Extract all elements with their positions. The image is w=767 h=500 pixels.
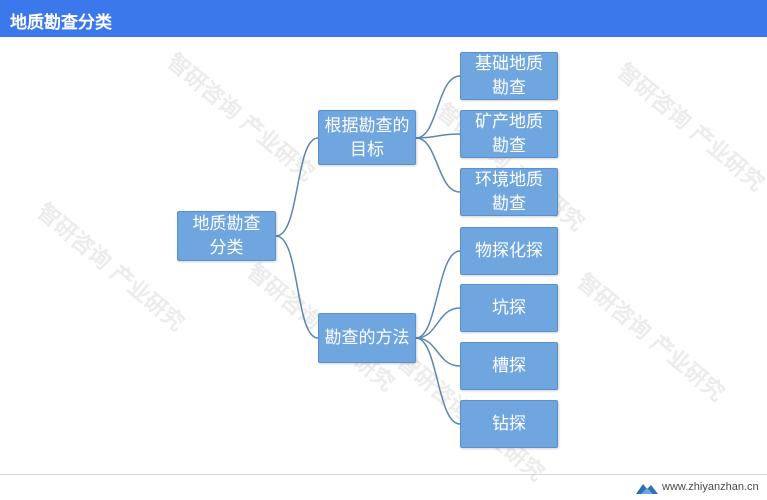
node-leaf-environment-geology: 环境地质勘查: [460, 168, 558, 216]
footer-url: www.zhiyanzhan.cn: [662, 481, 759, 493]
node-root: 地质勘查分类: [177, 211, 276, 261]
node-leaf-pit-exploration: 坑探: [460, 284, 558, 332]
node-leaf-trench-exploration: 槽探: [460, 342, 558, 390]
connector-method-to-trench: [415, 337, 461, 367]
connector-method-to-geophysical: [415, 250, 461, 339]
connector-root-to-target: [275, 137, 319, 237]
connector-target-to-mineral: [415, 133, 461, 139]
header-bar: 地质勘查分类: [0, 0, 767, 37]
node-leaf-mineral-geology: 矿产地质勘查: [460, 110, 558, 158]
connector-target-to-environment: [415, 137, 461, 193]
node-leaf-geophysical: 物探化探: [460, 227, 558, 275]
connector-target-to-basic: [415, 75, 461, 139]
node-leaf-label: 基础地质勘查: [475, 54, 543, 98]
logo-icon: [636, 484, 658, 494]
page-title: 地质勘查分类: [10, 13, 112, 33]
node-leaf-drill-exploration: 钻探: [460, 400, 558, 448]
node-leaf-basic-geology: 基础地质勘查: [460, 52, 558, 100]
node-leaf-label: 坑探: [492, 298, 526, 318]
node-branch-method-label: 勘查的方法: [324, 328, 410, 348]
node-leaf-label: 槽探: [492, 356, 526, 376]
connector-root-to-method: [275, 235, 319, 339]
node-leaf-label: 环境地质勘查: [475, 170, 543, 214]
footer-divider: [0, 474, 767, 475]
node-leaf-label: 矿产地质勘查: [475, 112, 543, 156]
node-branch-target: 根据勘查的目标: [318, 110, 416, 165]
node-root-label: 地质勘查分类: [192, 214, 261, 258]
connector-method-to-pit: [415, 307, 461, 339]
node-leaf-label: 钻探: [492, 414, 526, 434]
node-branch-method: 勘查的方法: [318, 313, 416, 363]
connector-method-to-drill: [415, 337, 461, 425]
node-branch-target-label: 根据勘查的目标: [324, 115, 410, 160]
node-leaf-label: 物探化探: [475, 241, 543, 261]
